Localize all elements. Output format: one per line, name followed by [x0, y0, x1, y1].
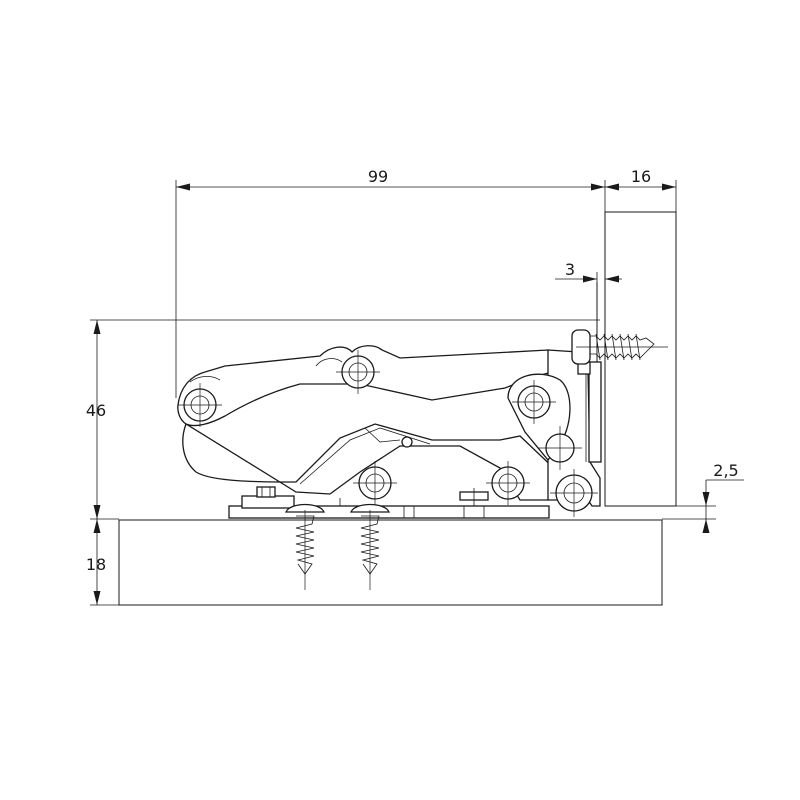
dimension-2-5: 2,5: [662, 461, 744, 533]
dimension-18: 18: [86, 519, 119, 606]
pivot-hole: [178, 383, 222, 427]
dimension-3: 3: [555, 260, 622, 284]
cabinet-screw-right: [350, 503, 390, 590]
dimension-label: 99: [368, 167, 388, 186]
dimension-label: 3: [565, 260, 575, 279]
dimension-label: 16: [631, 167, 651, 186]
pivot-hole: [486, 461, 530, 505]
door-screw: [571, 329, 668, 365]
dimension-label: 2,5: [713, 461, 738, 480]
pivot-holes: [178, 350, 598, 517]
pivot-hole: [512, 380, 556, 424]
pivot-hole-small: [401, 436, 413, 448]
dimension-16: 16: [605, 167, 677, 212]
pivot-hole: [550, 469, 598, 517]
dimension-99: 99: [175, 167, 606, 398]
pivot-hole: [538, 426, 582, 470]
dimension-label: 46: [86, 401, 106, 420]
pivot-hole: [336, 350, 380, 394]
cabinet-side-panel: [118, 519, 663, 606]
cabinet-screw-left: [285, 503, 325, 590]
dimension-46: 46: [86, 319, 600, 520]
dimension-label: 18: [86, 555, 106, 574]
pivot-hole: [353, 461, 397, 505]
